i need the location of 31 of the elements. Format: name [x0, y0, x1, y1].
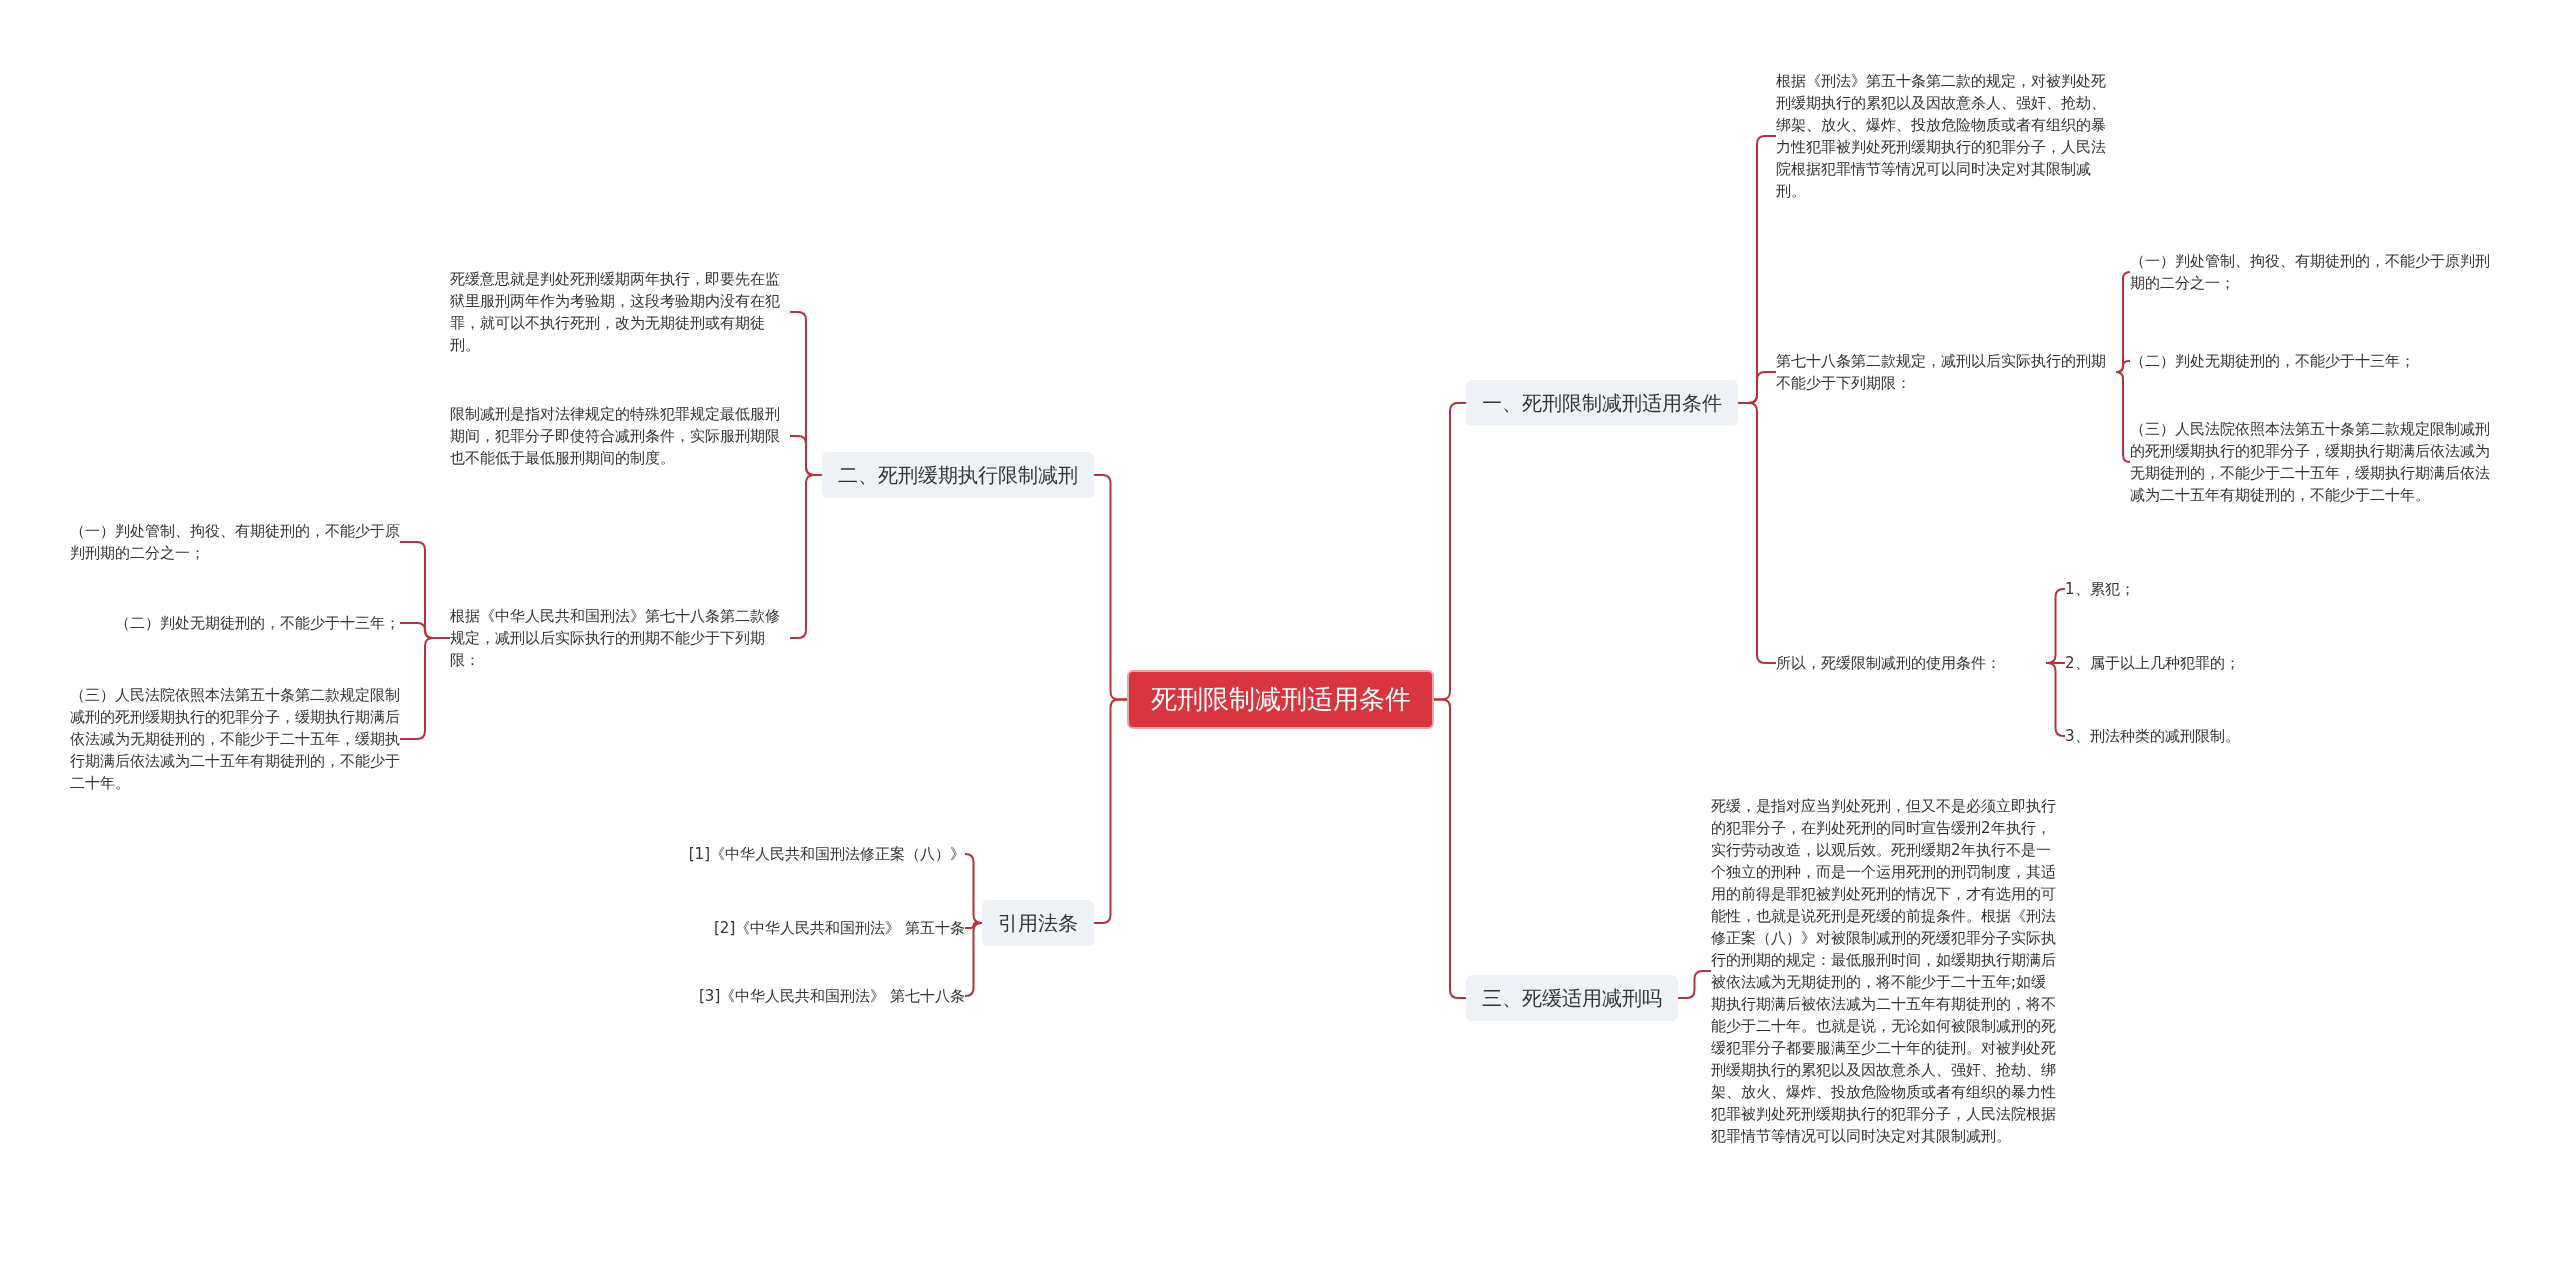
- branch-topic: 一、死刑限制减刑适用条件: [1466, 380, 1738, 426]
- topic-text: 1、累犯；: [2065, 578, 2325, 600]
- topic-text: [2]《中华人民共和国刑法》 第五十条: [595, 917, 965, 939]
- connector-line: [1677, 970, 1712, 999]
- branch-topic: 二、死刑缓期执行限制减刑: [822, 452, 1094, 498]
- topic-text: 所以，死缓限制减刑的使用条件：: [1776, 652, 2046, 674]
- connector-line: [789, 474, 823, 639]
- connector-line: [964, 922, 983, 997]
- topic-text: （二）判处无期徒刑的，不能少于十三年；: [2130, 350, 2500, 372]
- topic-text: （一）判处管制、拘役、有期徒刑的，不能少于原判刑期的二分之一；: [70, 520, 400, 564]
- topic-text: （三）人民法院依照本法第五十条第二款规定限制减刑的死刑缓期执行的犯罪分子，缓期执行期满后依法减为无期徒刑的，不能少于二十五年，缓期执行期满后依法减为二十五年有期徒刑的，不能少于二十年。: [70, 684, 400, 794]
- topic-text: [3]《中华人民共和国刑法》 第七十八条: [595, 985, 965, 1007]
- topic-text: 死缓，是指对应当判处死刑，但又不是必须立即执行的犯罪分子，在判处死刑的同时宣告缓刑2年执行，实行劳动改造，以观后效。死刑缓期2年执行不是一个独立的刑种，而是一个运用死刑的刑罚制度，其适用的前得是罪犯被判处死刑的情况下，才有选用的可能性，也就是说死刑是死缓的前提条件。根据《刑法修正案（八）》对被限制减刑的死缓犯罪分子实际执行的刑期的规定：最低服刑时间，如缓期执行期满后被依法减为无期徒刑的，将不能少于二十五年;如缓期执行期满后被依法减为二十五年有期徒刑的，将不能少于二十年。也就是说，无论如何被限制减刑的死缓犯罪分子都要服满至少二十年的徒刑。对被判处死刑缓期执行的累犯以及因故意杀人、强奸、抢劫、绑架、放火、爆炸、投放危险物质或者有组织的暴力性犯罪被判处死刑缓期执行的犯罪分子，人民法院根据犯罪情节等情况可以同时决定对其限制减刑。: [1711, 795, 2061, 1147]
- connector-line: [1433, 698, 1467, 999]
- branch-topic: 引用法条: [982, 900, 1094, 946]
- topic-text: （一）判处管制、拘役、有期徒刑的，不能少于原判刑期的二分之一；: [2130, 250, 2500, 294]
- topic-text: [1]《中华人民共和国刑法修正案（八）》: [595, 843, 965, 865]
- topic-text: 3、刑法种类的减刑限制。: [2065, 725, 2325, 747]
- connector-line: [2115, 371, 2131, 463]
- connector-line: [1737, 402, 1777, 664]
- connector-line: [2045, 662, 2066, 737]
- central-topic: 死刑限制减刑适用条件: [1127, 670, 1434, 729]
- topic-text: 死缓意思就是判处死刑缓期两年执行，即要先在监狱里服刑两年作为考验期，这段考验期内没有在犯罪，就可以不执行死刑，改为无期徒刑或有期徒刑。: [450, 268, 790, 356]
- topic-text: 限制减刑是指对法律规定的特殊犯罪规定最低服刑期间，犯罪分子即使符合减刑条件，实际服刑期限也不能低于最低服刑期间的制度。: [450, 403, 790, 469]
- topic-text: 2、属于以上几种犯罪的；: [2065, 652, 2325, 674]
- topic-text: 第七十八条第二款规定，减刑以后实际执行的刑期不能少于下列期限：: [1776, 350, 2116, 394]
- topic-text: （二）判处无期徒刑的，不能少于十三年；: [70, 612, 400, 634]
- branch-topic: 三、死缓适用减刑吗: [1466, 975, 1678, 1021]
- topic-text: 根据《刑法》第五十条第二款的规定，对被判处死刑缓期执行的累犯以及因故意杀人、强奸、抢劫、绑架、放火、爆炸、投放危险物质或者有组织的暴力性犯罪被判处死刑缓期执行的犯罪分子，人民法院根据犯罪情节等情况可以同时决定对其限制减刑。: [1776, 70, 2116, 202]
- topic-text: （三）人民法院依照本法第五十条第二款规定限制减刑的死刑缓期执行的犯罪分子，缓期执行期满后依法减为无期徒刑的，不能少于二十五年，缓期执行期满后依法减为二十五年有期徒刑的，不能少于二十年。: [2130, 418, 2500, 506]
- topic-text: 根据《中华人民共和国刑法》第七十八条第二款修规定，减刑以后实际执行的刑期不能少于下列期限：: [450, 605, 790, 671]
